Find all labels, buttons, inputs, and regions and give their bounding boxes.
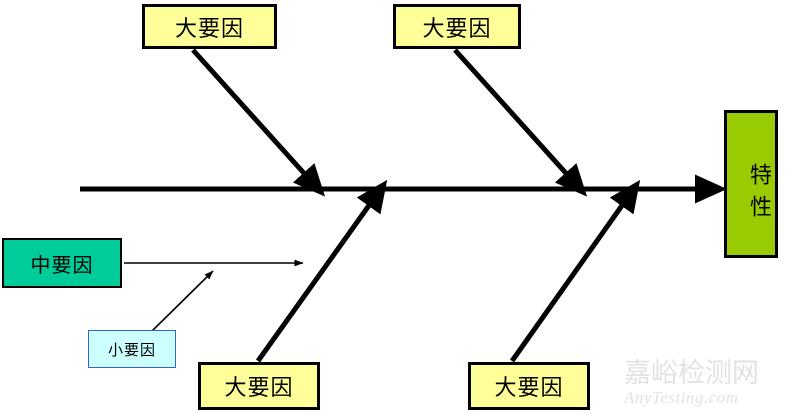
node-label: 小要因 [107, 341, 156, 359]
watermark: 嘉峪检测网 AnyTesting.com [624, 358, 796, 410]
node-effect-characteristic[interactable]: 特性 [724, 110, 778, 258]
node-label: 中要因 [30, 254, 94, 277]
node-label: 大要因 [422, 15, 492, 41]
node-big-cause-bottom-left[interactable]: 大要因 [198, 362, 320, 410]
node-label: 特性 [747, 163, 772, 227]
bone-top-left [191, 48, 326, 197]
node-small-cause[interactable]: 小要因 [88, 330, 176, 368]
node-big-cause-top-left[interactable]: 大要因 [142, 4, 277, 49]
node-big-cause-bottom-right[interactable]: 大要因 [468, 362, 590, 410]
bone-small-left [151, 270, 214, 332]
node-label: 大要因 [224, 375, 294, 400]
watermark-chinese: 嘉峪检测网 [624, 358, 759, 388]
node-medium-cause[interactable]: 中要因 [2, 238, 122, 288]
node-label: 大要因 [174, 15, 244, 41]
node-big-cause-top-right[interactable]: 大要因 [393, 4, 521, 49]
bone-top-right [453, 48, 588, 197]
bone-bottom-right [509, 179, 641, 363]
node-label: 大要因 [494, 375, 564, 400]
watermark-latin: AnyTesting.com [624, 388, 739, 407]
bone-bottom-left [255, 179, 388, 363]
